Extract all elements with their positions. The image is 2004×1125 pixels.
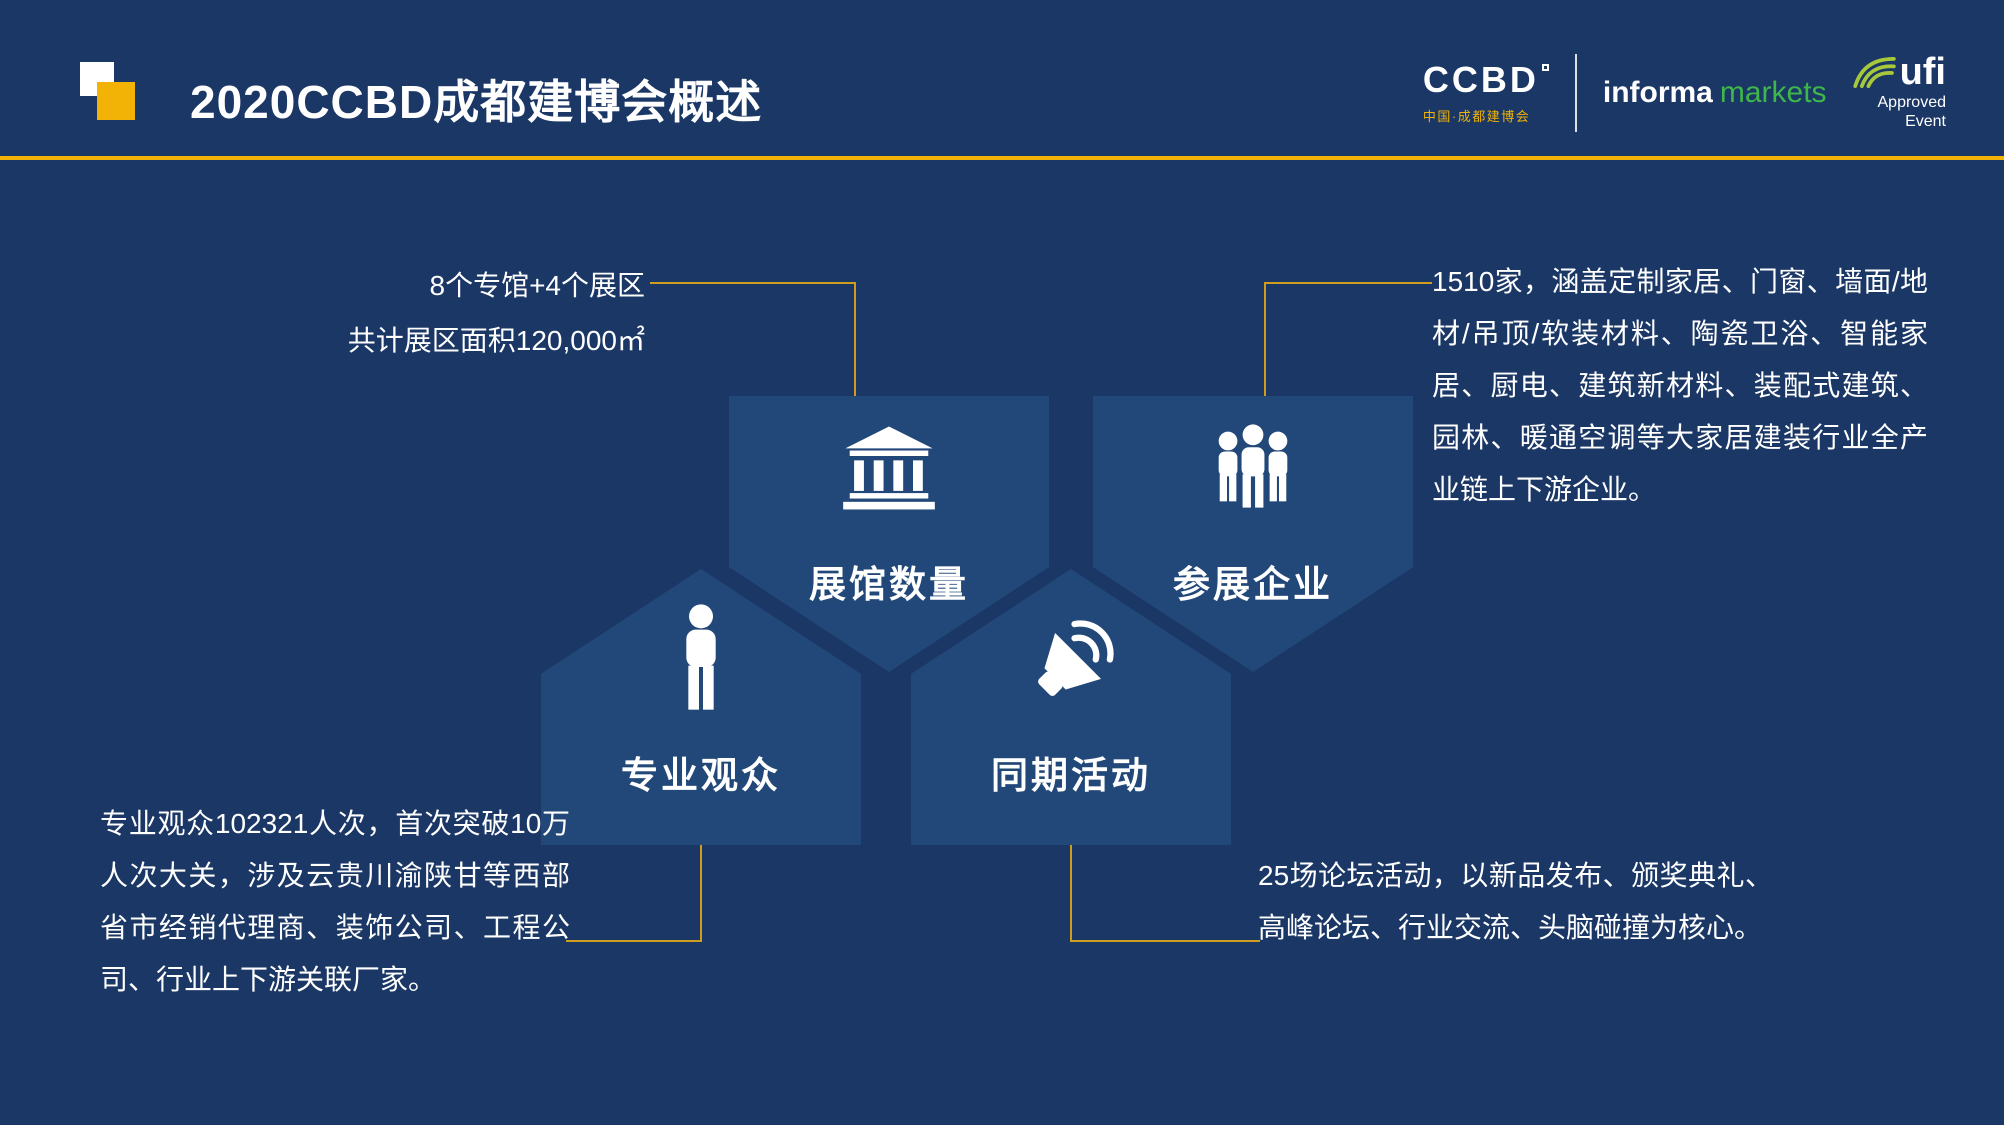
connector-halls-vertical (854, 282, 856, 396)
logo-square-yellow-icon (97, 82, 135, 120)
node-label-visitors: 专业观众 (621, 755, 781, 796)
note-concurrent-events: 25场论坛活动，以新品发布、颁奖典礼、高峰论坛、行业交流、头脑碰撞为核心。 (1258, 860, 1773, 943)
ufi-wordmark: ufi (1899, 50, 1946, 93)
ccbd-logo-text: CCBD (1423, 61, 1549, 99)
slide-logo-mark (80, 62, 138, 124)
ccbd-registered-mark-icon (1541, 64, 1549, 71)
ufi-approved-event-text: Approved Event (1853, 93, 1947, 131)
connector-exhibitors-horizontal (1264, 282, 1432, 284)
ccbd-logo: CCBD 中国·成都建博会 (1423, 61, 1549, 125)
people-group-icon (1218, 424, 1288, 508)
note-visitors: 专业观众102321人次，首次突破10万人次大关，涉及云贵川渝陕甘等西部省市经销… (100, 808, 570, 995)
ccbd-wordmark: CCBD (1422, 59, 1539, 100)
ufi-event-line: Event (1905, 112, 1946, 130)
note-exhibitors: 1510家，涵盖定制家居、门窗、墙面/地材/吊顶/软装材料、陶瓷卫浴、智能家居、… (1432, 266, 1928, 505)
ufi-logo-top: ufi (1852, 50, 1946, 93)
ccbd-logo-subtitle: 中国·成都建博会 (1422, 109, 1531, 124)
megaphone-icon (1038, 620, 1114, 696)
ufi-logo: ufi Approved Event (1852, 50, 1947, 131)
connector-events-vertical (1070, 845, 1072, 942)
connector-halls-horizontal (650, 282, 856, 284)
page-title: 2020CCBD成都建博会概述 (190, 76, 763, 128)
header-divider-line (0, 156, 2004, 160)
node-label-halls: 展馆数量 (809, 564, 969, 605)
node-label-events: 同期活动 (991, 755, 1151, 796)
informa-wordmark: informa (1602, 76, 1713, 109)
logo-divider (1574, 54, 1577, 132)
note-halls-line1: 8个专馆+4个展区 (429, 270, 646, 301)
ufi-wing-icon (1852, 56, 1896, 88)
bank-icon (843, 426, 935, 510)
connector-visitors-vertical (700, 845, 702, 942)
node-label-exhibitors: 参展企业 (1173, 564, 1333, 605)
markets-wordmark: markets (1719, 76, 1827, 109)
connector-exhibitors-vertical (1264, 282, 1266, 396)
connector-visitors-horizontal (566, 940, 702, 942)
ufi-approved-line: Approved (1877, 93, 1947, 111)
note-halls-line2: 共计展区面积120,000㎡ (347, 325, 645, 356)
person-icon (686, 604, 716, 710)
note-exhibition-halls: 8个专馆+4个展区 共计展区面积120,000㎡ (225, 258, 645, 368)
connector-events-horizontal (1070, 940, 1260, 942)
